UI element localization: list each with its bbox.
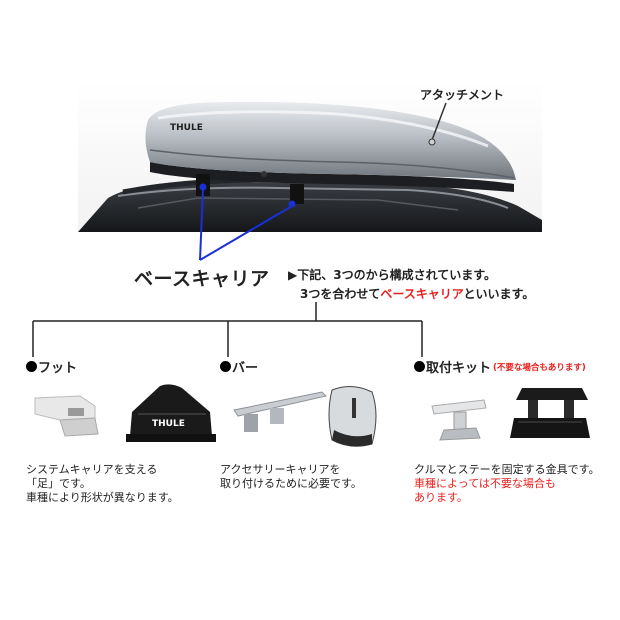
- thule-logo: THULE: [170, 123, 203, 133]
- bullet-icon: [26, 361, 37, 372]
- component-kit-label: 取付キット: [426, 361, 492, 376]
- bar-product-image: [233, 386, 377, 447]
- component-bar-description: アクセサリーキャリアを 取り付けるために必要です。: [220, 463, 362, 491]
- component-kit-title: 取付キット (不要な場合もあります): [414, 357, 586, 376]
- intro-line-2-after: といいます。: [463, 287, 535, 301]
- intro-line-1: ▶下記、3つのから構成されています。: [288, 268, 497, 282]
- attachment-label: アタッチメント: [420, 88, 505, 102]
- bullet-icon: [414, 361, 425, 372]
- foot-brand-logo: THULE: [152, 419, 185, 429]
- intro-line-2: 3つを合わせてベースキャリアといいます。: [300, 285, 534, 302]
- roof-box-photo: THULE: [78, 80, 542, 232]
- component-bar-title: バー: [220, 357, 258, 376]
- bullet-icon: [220, 361, 231, 372]
- bar-desc-line-2: 取り付けるために必要です。: [220, 477, 362, 490]
- bar-desc-line-1: アクセサリーキャリアを: [220, 463, 341, 476]
- component-kit-note: (不要な場合もあります): [493, 362, 586, 373]
- foot-desc-line-1: システムキャリアを支える: [26, 463, 158, 476]
- foot-desc-line-3: 車種により形状が異なります。: [26, 491, 179, 504]
- foot-product-image: THULE: [34, 384, 216, 442]
- kit-product-image: [431, 388, 590, 441]
- component-foot-label: フット: [38, 361, 78, 376]
- intro-line-2-highlight: ベースキャリア: [380, 287, 464, 301]
- kit-desc-red-line-1: 車種によっては不要な場合も: [414, 477, 556, 490]
- kit-desc-red-line-2: あります。: [414, 491, 468, 504]
- intro-line-2-before: 3つを合わせて: [300, 287, 381, 301]
- component-kit-description: クルマとステーを固定する金具です。 車種によっては不要な場合も あります。: [414, 463, 600, 505]
- kit-desc-line-1: クルマとステーを固定する金具です。: [414, 463, 600, 476]
- component-foot-title: フット: [26, 357, 77, 376]
- component-bar-label: バー: [232, 361, 259, 376]
- component-foot-description: システムキャリアを支える 「足」です。 車種により形状が異なります。: [26, 463, 179, 505]
- base-carrier-label: ベースキャリア: [134, 268, 270, 290]
- foot-desc-line-2: 「足」です。: [26, 477, 91, 490]
